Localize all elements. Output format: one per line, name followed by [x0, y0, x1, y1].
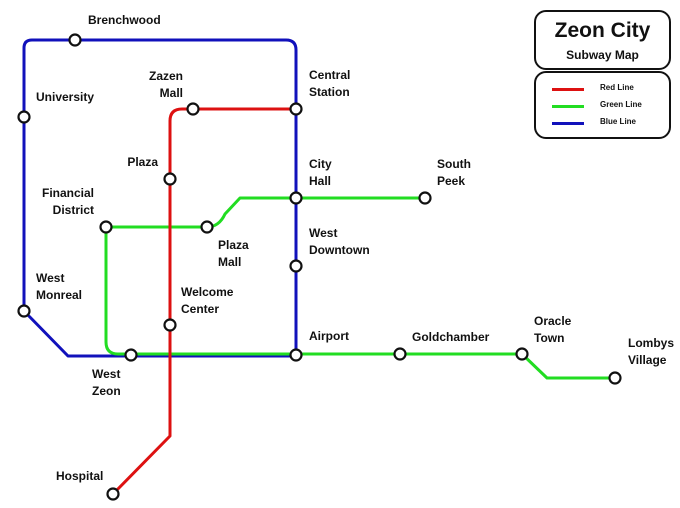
- station-label-welcome-center: Welcome Center: [181, 285, 234, 316]
- green-line: [104, 196, 615, 380]
- station-marker-west-zeon[interactable]: [124, 348, 138, 362]
- station-marker-zazen-mall[interactable]: [186, 102, 200, 116]
- station-label-goldchamber: Goldchamber: [412, 330, 490, 344]
- station-label-plaza-mall: Plaza Mall: [218, 238, 249, 269]
- station-marker-goldchamber[interactable]: [393, 347, 407, 361]
- station-label-hospital: Hospital: [56, 469, 104, 483]
- blue-line: [22, 38, 298, 358]
- legend-label: Red Line: [600, 83, 634, 92]
- station-label-city-hall: City Hall: [309, 157, 332, 188]
- station-marker-city-hall[interactable]: [289, 191, 303, 205]
- station-marker-lombys-village[interactable]: [608, 371, 622, 385]
- legend-label: Blue Line: [600, 117, 637, 126]
- station-marker-central-station[interactable]: [289, 102, 303, 116]
- station-label-south-peek: South Peek: [437, 157, 471, 188]
- station-label-plaza: Plaza: [127, 155, 158, 169]
- station-label-oracle-town: Oracle Town: [534, 314, 572, 345]
- station-marker-brenchwood[interactable]: [68, 33, 82, 47]
- station-marker-airport[interactable]: [289, 348, 303, 362]
- station-label-zazen-mall: Zazen Mall: [148, 69, 183, 100]
- station-label-west-monreal: West Monreal: [36, 271, 83, 302]
- station-marker-financial-district[interactable]: [99, 220, 113, 234]
- station-marker-university[interactable]: [17, 110, 31, 124]
- map-title: Zeon City: [554, 19, 651, 42]
- station-marker-plaza-mall[interactable]: [200, 220, 214, 234]
- station-label-financial-district: Financial District: [41, 186, 94, 217]
- station-marker-west-downtown[interactable]: [289, 259, 303, 273]
- station-marker-hospital[interactable]: [106, 487, 120, 501]
- legend-swatch-blue: [552, 122, 584, 125]
- station-marker-plaza[interactable]: [163, 172, 177, 186]
- station-label-university: University: [36, 90, 95, 104]
- legend: Red Line Green Line Blue Line: [534, 71, 671, 139]
- red-line: [111, 107, 296, 496]
- legend-swatch-red: [552, 88, 584, 91]
- title-box: Zeon City Subway Map: [534, 10, 671, 70]
- station-label-lombys-village: Lombys Village: [628, 336, 675, 367]
- station-label-airport: Airport: [309, 329, 349, 343]
- station-marker-oracle-town[interactable]: [515, 347, 529, 361]
- legend-label: Green Line: [600, 100, 642, 109]
- station-label-west-downtown: West Downtown: [309, 226, 370, 257]
- station-marker-south-peek[interactable]: [418, 191, 432, 205]
- station-label-brenchwood: Brenchwood: [88, 13, 161, 27]
- legend-swatch-green: [552, 105, 584, 108]
- station-marker-west-monreal[interactable]: [17, 304, 31, 318]
- station-marker-welcome-center[interactable]: [163, 318, 177, 332]
- station-label-west-zeon: West Zeon: [92, 367, 121, 398]
- station-label-central-station: Central Station: [309, 68, 351, 99]
- map-subtitle: Subway Map: [566, 48, 639, 62]
